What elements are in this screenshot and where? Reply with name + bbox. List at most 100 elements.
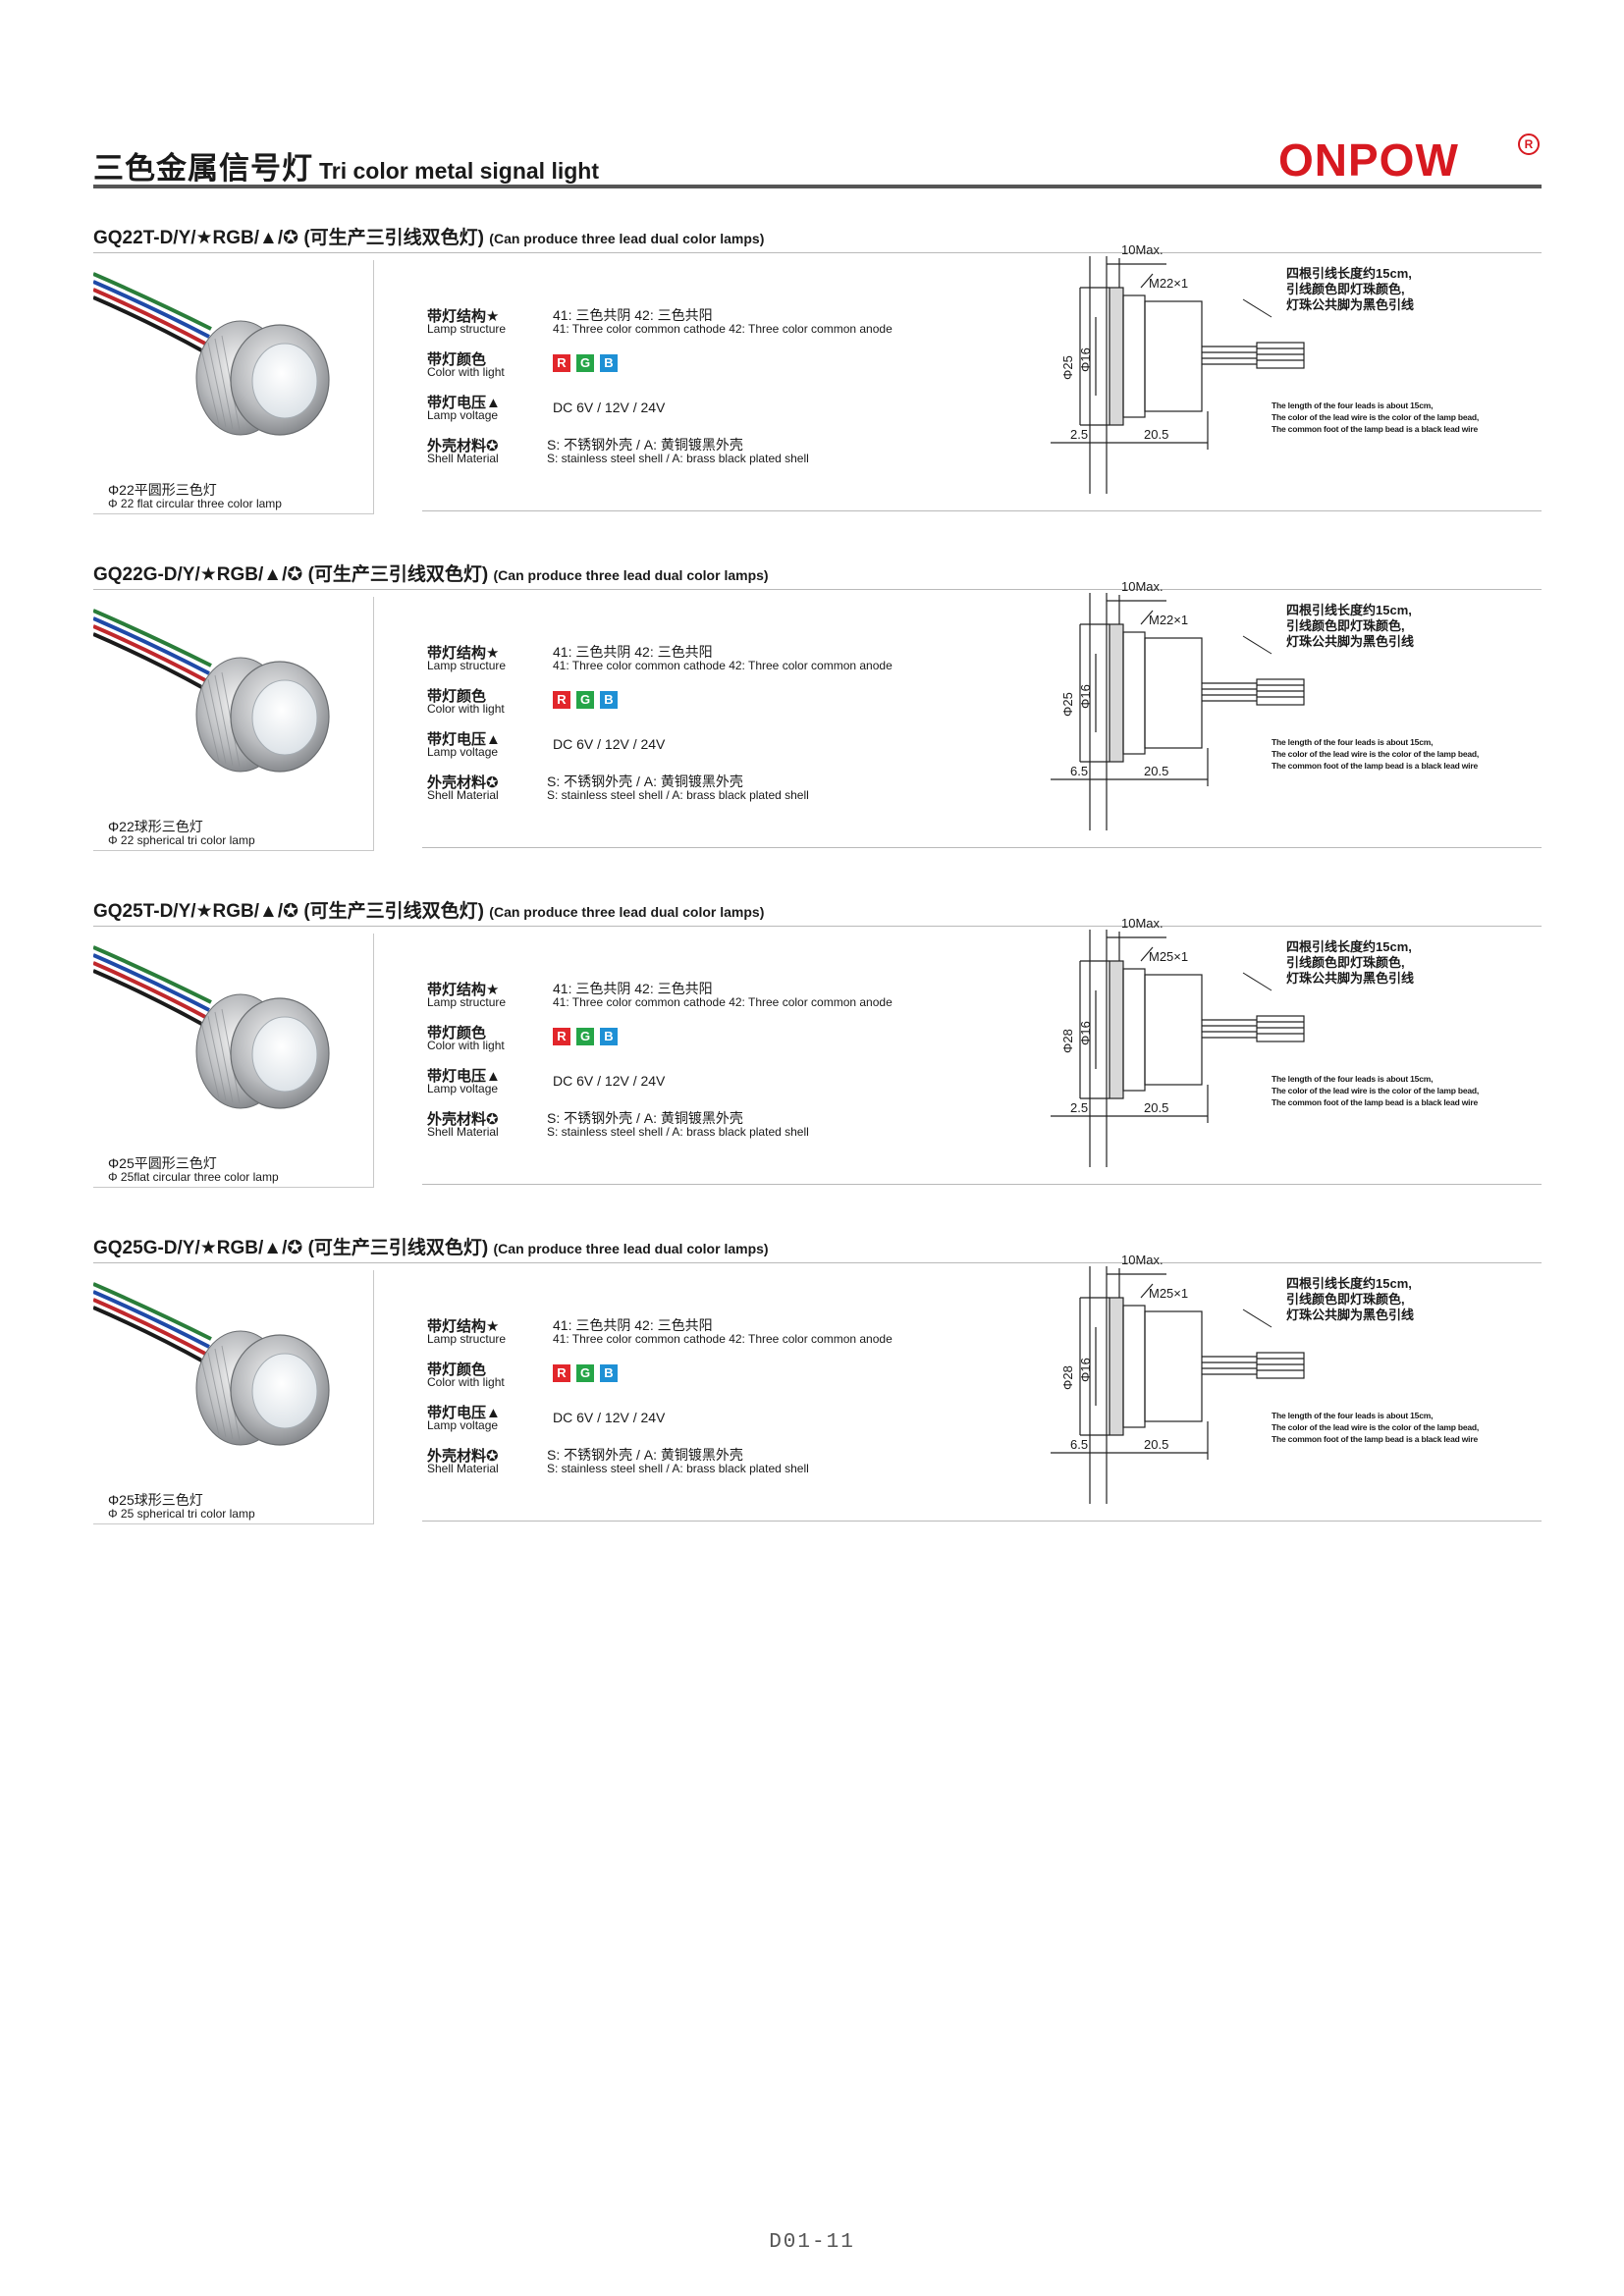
product-section-2: GQ22G-D/Y/★RGB/▲/✪ (可生产三引线双色灯) (Can prod… <box>93 560 1542 874</box>
wire-green <box>93 272 212 331</box>
spec-key-cn: 带灯结构★ <box>427 982 500 998</box>
registered-mark-icon: R <box>1518 133 1540 155</box>
lead-note-en-2: The color of the lead wire is the color … <box>1272 749 1480 759</box>
spec-value-en: S: stainless steel shell / A: brass blac… <box>547 788 809 802</box>
product-photo <box>93 609 330 773</box>
spec-key-cn: 外壳材料✪ <box>427 1448 499 1465</box>
technical-drawing: 10Max. M22×1 Φ25 Φ16 2.5 20.5 四根引线长度约15c… <box>1051 242 1542 513</box>
spec-key-cn: 带灯结构★ <box>427 645 500 662</box>
spec-value-cn: S: 不锈钢外壳 / A: 黄铜镀黑外壳 <box>547 1110 743 1126</box>
spec-value: DC 6V / 12V / 24V <box>553 1410 666 1425</box>
spec-key-en: Shell Material <box>427 788 499 802</box>
product-model-cn-note: (可生产三引线双色灯) <box>307 564 489 585</box>
spec-value-en: 41: Three color common cathode 42: Three… <box>553 659 893 672</box>
spec-key-cn: 外壳材料✪ <box>427 774 499 791</box>
spec-key-en: Lamp structure <box>427 322 507 336</box>
lead-note-cn-2: 引线颜色即灯珠颜色, <box>1286 282 1405 296</box>
spec-value-cn: S: 不锈钢外壳 / A: 黄铜镀黑外壳 <box>547 1447 743 1463</box>
photo-caption-cn: Φ22球形三色灯 <box>108 819 203 834</box>
section-bottom-divider <box>422 847 1542 848</box>
dimension-drawing <box>1051 593 1305 830</box>
color-red-swatch: R <box>553 354 570 372</box>
product-photo <box>93 1282 330 1446</box>
spec-value-en: 41: Three color common cathode 42: Three… <box>553 1332 893 1346</box>
spec-value-en: 41: Three color common cathode 42: Three… <box>553 322 893 336</box>
dimension-drawing <box>1051 930 1305 1167</box>
dim-max-length: 10Max. <box>1121 242 1164 257</box>
color-red-swatch: R <box>553 691 570 709</box>
dim-max-length: 10Max. <box>1121 1253 1164 1267</box>
spec-value-en: 41: Three color common cathode 42: Three… <box>553 995 893 1009</box>
wire-red <box>93 961 208 1020</box>
product-model-note: (Can produce three lead dual color lamps… <box>493 1241 769 1256</box>
product-model-cn-note: (可生产三引线双色灯) <box>307 1238 489 1258</box>
lead-note-en-3: The common foot of the lamp bead is a bl… <box>1272 761 1478 771</box>
spec-key-en: Color with light <box>427 1039 505 1052</box>
product-model-code: GQ25G-D/Y/★RGB/▲/✪ <box>93 1238 303 1258</box>
product-photo-frame: Φ25平圆形三色灯 Φ 25flat circular three color … <box>93 934 374 1188</box>
lead-note-en-1: The length of the four leads is about 15… <box>1272 400 1434 410</box>
spec-key-en: Lamp structure <box>427 1332 507 1346</box>
spec-value-cn: 41: 三色共阴 42: 三色共阳 <box>553 1317 713 1333</box>
wire-green <box>93 609 212 667</box>
product-model-title: GQ25G-D/Y/★RGB/▲/✪ (可生产三引线双色灯) (Can prod… <box>93 1233 769 1259</box>
spec-key-cn: 带灯电压▲ <box>427 731 501 748</box>
spec-key-en: Shell Material <box>427 452 499 465</box>
spec-value-en: S: stainless steel shell / A: brass blac… <box>547 1462 809 1475</box>
color-blue-swatch: B <box>600 1028 618 1045</box>
photo-caption-cn: Φ22平圆形三色灯 <box>108 482 217 498</box>
dim-max-length: 10Max. <box>1121 579 1164 594</box>
lead-note-cn-1: 四根引线长度约15cm, <box>1286 266 1412 281</box>
color-green-swatch: G <box>576 1364 594 1382</box>
wire-black <box>93 969 206 1028</box>
lead-note-en-2: The color of the lead wire is the color … <box>1272 412 1480 422</box>
product-model-note: (Can produce three lead dual color lamps… <box>489 904 765 920</box>
product-model-note: (Can produce three lead dual color lamps… <box>493 567 769 583</box>
color-blue-swatch: B <box>600 691 618 709</box>
lead-note-en-3: The common foot of the lamp bead is a bl… <box>1272 1097 1478 1107</box>
wire-black <box>93 1306 206 1364</box>
spec-key-en: Shell Material <box>427 1125 499 1139</box>
spec-value-cn: 41: 三色共阴 42: 三色共阳 <box>553 307 713 323</box>
wire-green <box>93 945 212 1004</box>
dim-body-depth: 20.5 <box>1144 764 1169 778</box>
spec-key-cn: 外壳材料✪ <box>427 1111 499 1128</box>
color-green-swatch: G <box>576 691 594 709</box>
dim-outer-diameter: Φ28 <box>1060 1029 1075 1053</box>
dim-front-thickness: 6.5 <box>1070 764 1089 778</box>
spec-key-en: Color with light <box>427 702 505 716</box>
spec-key-cn: 带灯颜色 <box>427 1025 487 1041</box>
spec-value-cn: 41: 三色共阴 42: 三色共阳 <box>553 981 713 996</box>
page-number: D01-11 <box>769 2231 855 2254</box>
color-red-swatch: R <box>553 1028 570 1045</box>
wire-red <box>93 1298 208 1357</box>
spec-key-en: Lamp voltage <box>427 1418 499 1432</box>
dim-thread: M25×1 <box>1149 1286 1189 1301</box>
technical-drawing: 10Max. M25×1 Φ28 Φ16 2.5 20.5 四根引线长度约15c… <box>1051 916 1542 1187</box>
spec-key-cn: 带灯电压▲ <box>427 395 501 411</box>
spec-value-cn: S: 不锈钢外壳 / A: 黄铜镀黑外壳 <box>547 774 743 789</box>
dim-thread: M22×1 <box>1149 276 1189 291</box>
wire-red <box>93 624 208 683</box>
wire-black <box>93 632 206 691</box>
spec-key-cn: 外壳材料✪ <box>427 438 499 454</box>
dim-outer-diameter: Φ25 <box>1060 692 1075 717</box>
dim-front-thickness: 6.5 <box>1070 1437 1089 1452</box>
product-photo-frame: Φ22球形三色灯 Φ 22 spherical tri color lamp <box>93 597 374 851</box>
lead-note-en-1: The length of the four leads is about 15… <box>1272 737 1434 747</box>
wire-blue <box>93 1290 210 1349</box>
spec-key-en: Color with light <box>427 1375 505 1389</box>
page-title-en: Tri color metal signal light <box>319 158 599 184</box>
spec-key-cn: 带灯颜色 <box>427 1362 487 1378</box>
lead-note-cn-2: 引线颜色即灯珠颜色, <box>1286 1292 1405 1307</box>
color-green-swatch: G <box>576 1028 594 1045</box>
spec-value: DC 6V / 12V / 24V <box>553 1073 666 1089</box>
lead-note-cn-3: 灯珠公共脚为黑色引线 <box>1286 634 1415 649</box>
spec-key-cn: 带灯电压▲ <box>427 1405 501 1421</box>
lead-note-en-3: The common foot of the lamp bead is a bl… <box>1272 1434 1478 1444</box>
product-model-note: (Can produce three lead dual color lamps… <box>489 231 765 246</box>
dim-inner-diameter: Φ16 <box>1078 684 1093 709</box>
section-bottom-divider <box>422 510 1542 511</box>
